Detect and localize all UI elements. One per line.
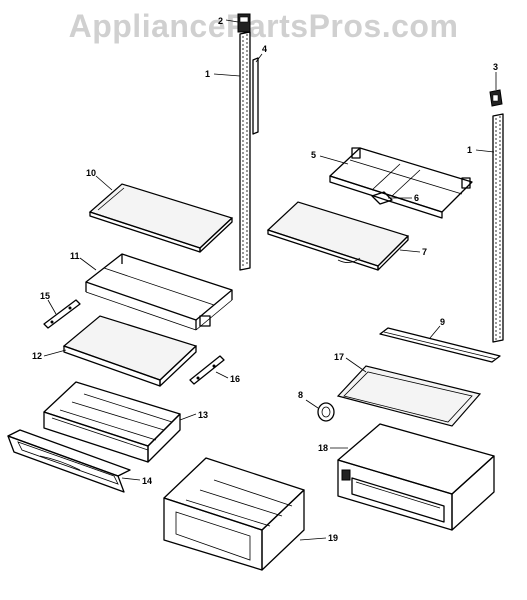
crisper-drawer-part-13 — [43, 381, 181, 463]
callout-9: 9 — [440, 317, 445, 327]
leader-lines — [43, 19, 497, 541]
callout-5: 5 — [311, 150, 316, 160]
callout-18: 18 — [318, 443, 328, 453]
rail-part-right — [492, 113, 504, 343]
bracket-part-6 — [371, 191, 393, 205]
callout-14: 14 — [142, 476, 152, 486]
drawer-cover-part-14 — [7, 429, 131, 493]
strip-part-4 — [252, 57, 259, 135]
callout-6: 6 — [414, 193, 419, 203]
callout-19: 19 — [328, 533, 338, 543]
deli-drawer-part-18 — [337, 423, 495, 531]
callout-17: 17 — [334, 352, 344, 362]
callout-1-right: 1 — [467, 145, 472, 155]
callout-labels: 2 1 4 3 1 5 6 7 9 17 10 11 15 12 16 8 13… — [32, 16, 498, 543]
callout-12: 12 — [32, 351, 42, 361]
rail-part-left — [239, 31, 251, 271]
callout-8: 8 — [298, 390, 303, 400]
cap-part-2 — [237, 13, 251, 33]
callout-10: 10 — [86, 168, 96, 178]
glass-shelf-part-12 — [62, 315, 198, 387]
clip-part-3 — [489, 89, 503, 107]
slide-part-16 — [189, 355, 225, 385]
watermark: AppliancePartsPros.com — [68, 8, 459, 44]
callout-3: 3 — [493, 62, 498, 72]
glass-shelf-part-7 — [266, 201, 410, 271]
callout-13: 13 — [198, 410, 208, 420]
callout-16: 16 — [230, 374, 240, 384]
callout-7: 7 — [422, 247, 427, 257]
callout-1-left: 1 — [205, 69, 210, 79]
knob-part-8 — [317, 402, 335, 422]
glass-shelf-part-10 — [88, 183, 234, 253]
crisper-drawer-part-19 — [163, 457, 305, 571]
callout-2: 2 — [218, 16, 223, 26]
slide-part-15 — [43, 299, 81, 329]
callout-4: 4 — [262, 44, 267, 54]
callout-11: 11 — [70, 251, 80, 261]
callout-15: 15 — [40, 291, 50, 301]
frame-strip-part-9 — [379, 327, 501, 363]
shelf-frame-part-5 — [329, 147, 473, 219]
shelf-frame-part-11 — [85, 253, 233, 331]
glass-cover-part-17 — [336, 365, 482, 427]
